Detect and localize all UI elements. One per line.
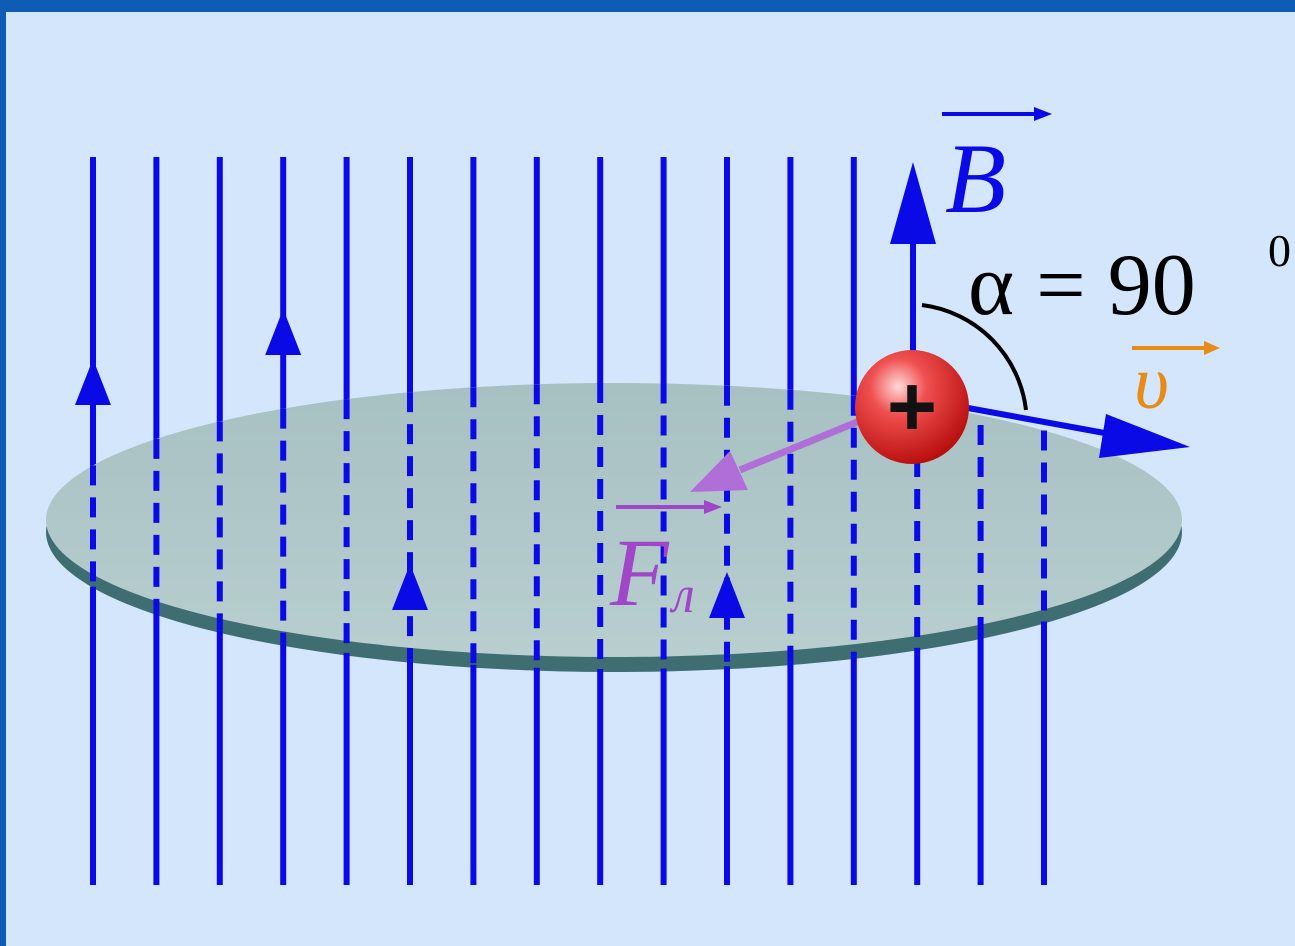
field-lines-back xyxy=(90,157,857,466)
charge-sign: + xyxy=(887,359,937,455)
lorentz-force-vector xyxy=(690,416,864,492)
field-line-arrow xyxy=(75,359,111,405)
angle-arc xyxy=(921,303,1028,411)
field-line-arrow xyxy=(709,572,745,618)
field-lines-front xyxy=(90,383,1047,885)
lorentz-force-label: F л xyxy=(609,500,722,626)
velocity-vector xyxy=(967,405,1190,458)
angle-text: α = 90 xyxy=(968,237,1196,334)
velocity-label: υ xyxy=(1132,341,1220,425)
field-line-arrow xyxy=(392,564,428,610)
lorentz-force-subscript: л xyxy=(669,567,695,624)
field-line-arrows xyxy=(75,309,745,618)
magnetic-field-symbol: B xyxy=(945,123,1006,234)
velocity-symbol: υ xyxy=(1134,341,1169,425)
magnetic-field-label: B xyxy=(942,107,1052,234)
field-line-arrow xyxy=(265,309,302,355)
lorentz-force-symbol: F xyxy=(609,519,670,626)
angle-label: α = 90 0 xyxy=(968,225,1291,334)
positive-charge: + xyxy=(855,350,969,464)
angle-degree-superscript: 0 xyxy=(1268,225,1291,276)
